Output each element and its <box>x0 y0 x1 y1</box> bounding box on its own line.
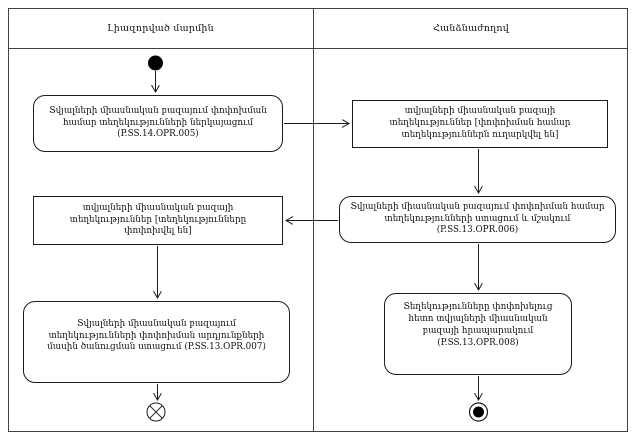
lane-header-commission: Հանձնաժողով <box>433 22 509 34</box>
action-node-opr-005: Տվյալների միասնական բազայում փոփոխման հա… <box>33 95 283 152</box>
action-node-opr-007: Տվյալների միասնական բազայում տեղեկությու… <box>23 301 290 383</box>
action-node-opr-006: Տվյալների միասնական բազայում փոփոխման հա… <box>339 196 616 243</box>
lane-header-authorized-body: Լիազորված մարմին <box>107 22 214 34</box>
diagram-frame <box>8 8 628 432</box>
object-node-info-sent: տվյալների միասնական բազայի տեղեկությունն… <box>352 100 608 148</box>
object-node-info-changed: տվյալների միասնական բազայի տեղեկությունն… <box>33 196 283 245</box>
lane-separator <box>313 8 314 432</box>
action-node-opr-008: Տեղեկությունները փոփոխելուց հետո տվյալնե… <box>384 293 572 375</box>
lane-header-separator <box>8 48 628 49</box>
